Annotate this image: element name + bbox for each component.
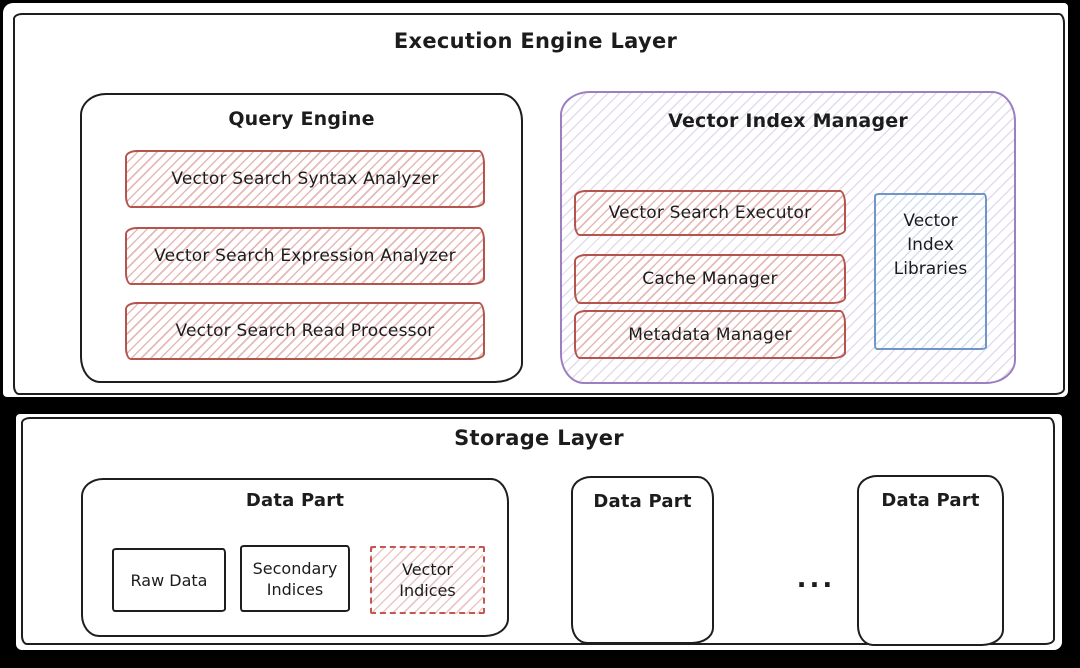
vector-search-syntax-analyzer-label: Vector Search Syntax Analyzer [171,169,439,189]
query-engine-box: Query Engine Vector Search Syntax Analyz… [80,93,523,383]
vector-index-manager-box: Vector Index Manager Vector Search Execu… [560,91,1016,384]
vector-indices-label: Vector Indices [399,560,456,600]
storage-layer-frame [21,417,1055,645]
data-part-1-box: Data Part Raw Data Secondary Indices Vec… [81,478,509,637]
vector-search-expression-analyzer-box: Vector Search Expression Analyzer [125,227,485,285]
query-engine-title: Query Engine [228,108,375,130]
execution-engine-layer-panel: Execution Engine Layer Query Engine Vect… [3,3,1068,397]
raw-data-label: Raw Data [130,570,208,590]
cache-manager-box: Cache Manager [574,254,846,304]
execution-engine-layer-frame [13,13,1065,395]
data-part-3-title: Data Part [881,490,980,511]
more-data-parts-ellipsis: ... [796,564,836,594]
vector-search-read-processor-label: Vector Search Read Processor [175,321,435,341]
vector-index-libraries-box: Vector Index Libraries [874,193,987,350]
metadata-manager-box: Metadata Manager [574,310,846,359]
data-part-3-box: Data Part [857,475,1004,646]
data-part-2-title: Data Part [593,491,692,512]
execution-engine-layer-title: Execution Engine Layer [393,29,678,53]
secondary-indices-label: Secondary Indices [252,558,338,599]
vector-search-executor-label: Vector Search Executor [608,203,812,223]
data-part-2-box: Data Part [571,476,714,644]
vector-search-expression-analyzer-label: Vector Search Expression Analyzer [154,246,456,266]
vector-search-executor-box: Vector Search Executor [574,190,846,236]
vector-search-read-processor-box: Vector Search Read Processor [125,302,485,360]
vector-index-manager-title: Vector Index Manager [668,110,908,132]
cache-manager-label: Cache Manager [642,269,778,289]
storage-layer-panel: Storage Layer Data Part Raw Data Seconda… [16,414,1062,650]
vector-indices-box: Vector Indices [370,546,485,614]
vector-index-libraries-label: Vector Index Libraries [893,211,968,279]
raw-data-box: Raw Data [112,548,226,612]
data-part-1-title: Data Part [245,490,345,511]
metadata-manager-label: Metadata Manager [628,324,792,345]
storage-layer-title: Storage Layer [454,426,624,450]
vector-search-syntax-analyzer-box: Vector Search Syntax Analyzer [125,150,485,208]
secondary-indices-box: Secondary Indices [240,545,350,612]
